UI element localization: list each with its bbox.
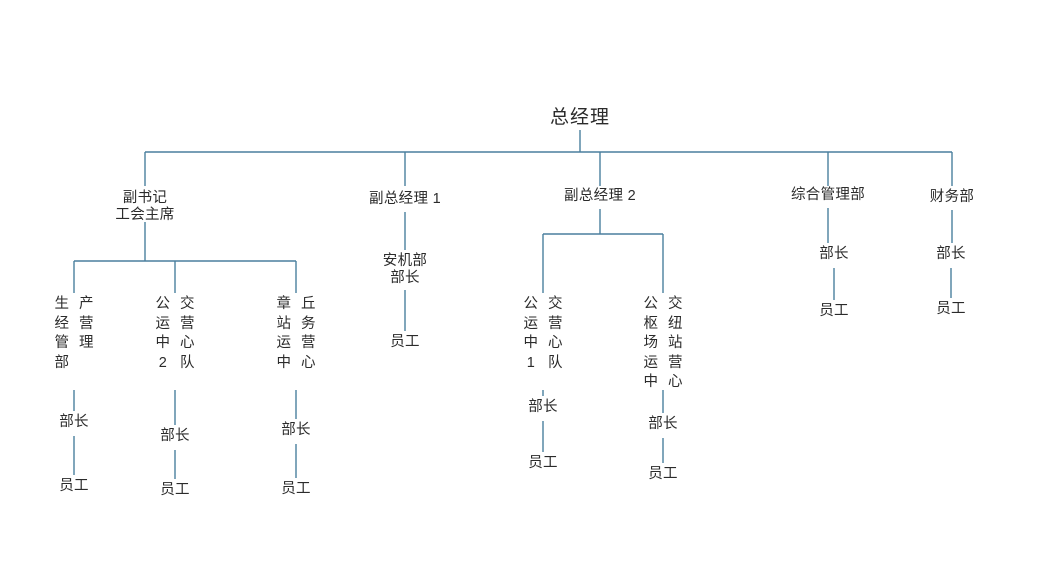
- vertical-text-char: 队: [180, 354, 195, 371]
- vertical-text-char: 心: [301, 354, 316, 371]
- node-root-general-manager[interactable]: 总经理: [549, 107, 611, 128]
- vertical-text-column: 生经管部: [55, 295, 70, 373]
- vertical-text-char: 运: [276, 335, 292, 351]
- vertical-text-char: 运: [155, 315, 171, 332]
- vertical-text-column: 交营心队: [548, 295, 563, 373]
- node-staff-bus-team-1[interactable]: 员工: [528, 455, 558, 471]
- node-safety-machinery-dept[interactable]: 安机部 部长: [382, 253, 428, 286]
- vertical-text-column: 公运中 2: [156, 295, 171, 373]
- node-director-production-ops[interactable]: 部长: [59, 414, 89, 430]
- vertical-text-char: 交: [180, 296, 195, 312]
- vertical-text-char: 章: [276, 296, 292, 312]
- node-director-finance[interactable]: 部长: [936, 246, 966, 262]
- node-director-general-mgmt[interactable]: 部长: [819, 246, 849, 262]
- vertical-text-char: 营: [668, 354, 683, 371]
- vertical-text-char: 丘: [301, 296, 316, 312]
- vertical-text-char: 1: [526, 354, 535, 371]
- vertical-text-char: 营: [180, 315, 195, 332]
- vertical-text-char: 中: [643, 374, 659, 390]
- node-production-operations-management-dept[interactable]: 生经管部产营理: [55, 295, 94, 373]
- vertical-text-column: 公枢场运中: [644, 295, 659, 393]
- vertical-text-char: 公: [523, 296, 539, 312]
- vertical-text-char: 营: [79, 315, 94, 332]
- vertical-text-char: 公: [155, 296, 171, 312]
- node-finance-dept[interactable]: 财务部: [929, 189, 975, 205]
- vertical-text-column: 章站运中: [277, 295, 292, 373]
- vertical-text-char: 经: [54, 315, 70, 332]
- node-general-management-dept[interactable]: 综合管理部: [791, 187, 865, 203]
- vertical-text-char: 营: [301, 335, 316, 351]
- node-director-bus-team-2[interactable]: 部长: [160, 428, 190, 444]
- node-staff-finance[interactable]: 员工: [936, 301, 966, 317]
- vertical-text-char: 营: [548, 315, 563, 332]
- node-director-bus-hub[interactable]: 部长: [648, 416, 678, 432]
- vertical-text-column: 公运中 1: [524, 295, 539, 373]
- vertical-text-char: 心: [180, 335, 195, 351]
- vertical-text-char: 产: [79, 296, 94, 312]
- vertical-text-char: 枢: [643, 315, 659, 332]
- vertical-text-char: 队: [548, 354, 563, 371]
- vertical-text-char: 站: [668, 335, 683, 351]
- vertical-text-char: 中: [155, 335, 171, 351]
- node-staff-zhangqiu[interactable]: 员工: [281, 481, 311, 497]
- node-bus-hub-station-operations-center[interactable]: 公枢场运中交纽站营心: [644, 295, 683, 393]
- vertical-text-char: 管: [54, 335, 70, 351]
- node-staff-bus-hub[interactable]: 员工: [648, 466, 678, 482]
- vertical-text-char: 中: [276, 354, 292, 371]
- vertical-text-char: 运: [523, 315, 539, 332]
- node-staff-safety-dept[interactable]: 员工: [390, 334, 420, 350]
- node-bus-operations-center-team-1[interactable]: 公运中 1 交营心队: [524, 295, 563, 373]
- node-staff-general-mgmt[interactable]: 员工: [819, 303, 849, 319]
- vertical-text-char: 心: [668, 374, 683, 390]
- node-director-zhangqiu[interactable]: 部长: [281, 422, 311, 438]
- vertical-text-char: 公: [643, 296, 659, 312]
- vertical-text-char: 部: [54, 354, 70, 371]
- vertical-text-column: 产营理: [79, 295, 94, 354]
- vertical-text-char: 生: [54, 296, 70, 312]
- node-deputy-gm-2[interactable]: 副总经理 2: [564, 188, 636, 204]
- vertical-text-char: 中: [523, 335, 539, 351]
- vertical-text-char: 交: [668, 296, 683, 312]
- vertical-text-char: 理: [79, 335, 94, 351]
- node-bus-operations-center-team-2[interactable]: 公运中 2 交营心队: [156, 295, 195, 373]
- node-deputy-gm-1[interactable]: 副总经理 1: [369, 191, 441, 207]
- vertical-text-char: 2: [158, 354, 167, 371]
- vertical-text-char: 心: [548, 335, 563, 351]
- vertical-text-char: 站: [276, 315, 292, 332]
- node-staff-bus-team-2[interactable]: 员工: [160, 482, 190, 498]
- vertical-text-column: 交纽站营心: [668, 295, 683, 393]
- vertical-text-char: 务: [301, 315, 316, 332]
- vertical-text-column: 丘务营心: [301, 295, 316, 373]
- vertical-text-char: 运: [643, 354, 659, 371]
- node-zhangqiu-station-operations-center[interactable]: 章站运中丘务营心: [277, 295, 316, 373]
- vertical-text-char: 场: [643, 335, 659, 351]
- node-staff-production-ops[interactable]: 员工: [59, 478, 89, 494]
- vertical-text-column: 交营心队: [180, 295, 195, 373]
- vertical-text-char: 交: [548, 296, 563, 312]
- node-director-bus-team-1[interactable]: 部长: [528, 399, 558, 415]
- node-deputy-secretary[interactable]: 副书记 工会主席: [115, 190, 175, 223]
- vertical-text-char: 纽: [668, 315, 683, 332]
